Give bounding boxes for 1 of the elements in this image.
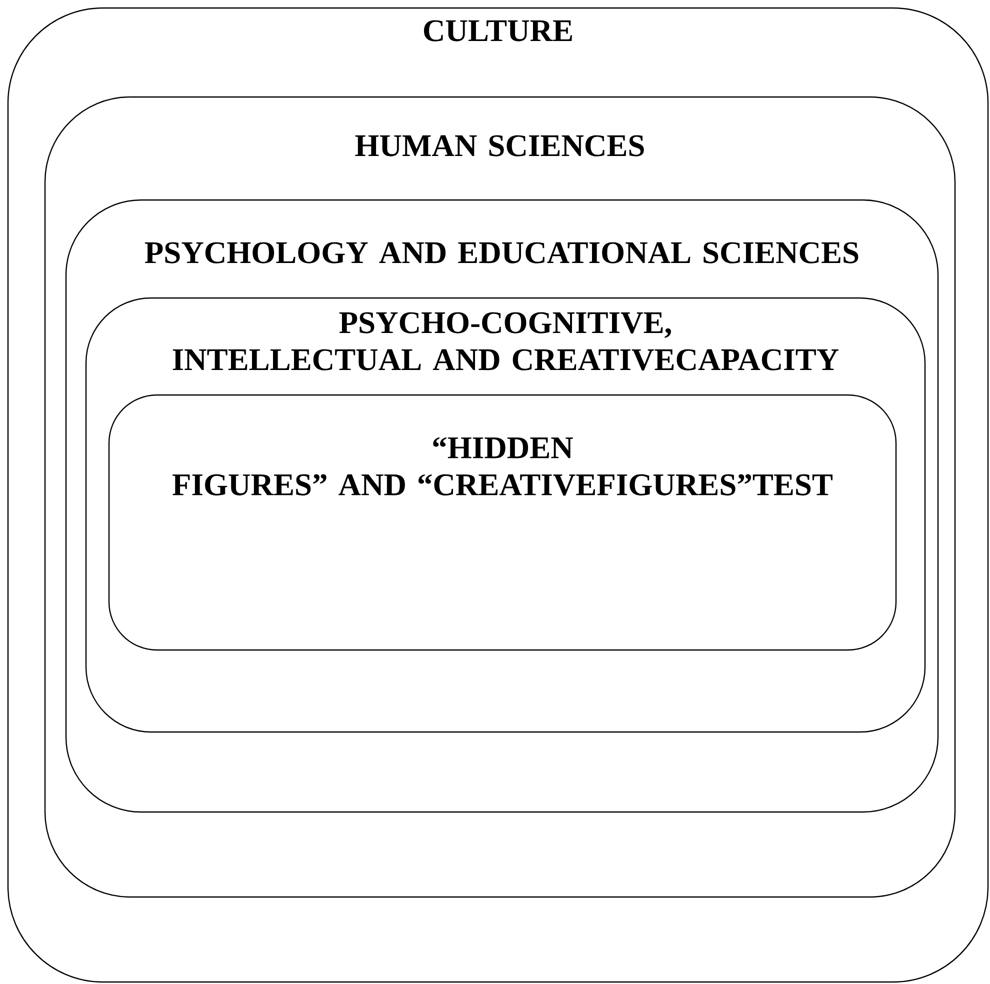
nested-rounded-box: “HIDDEN FIGURES” AND “CREATIVEFIGURES”TEST [108,394,897,651]
